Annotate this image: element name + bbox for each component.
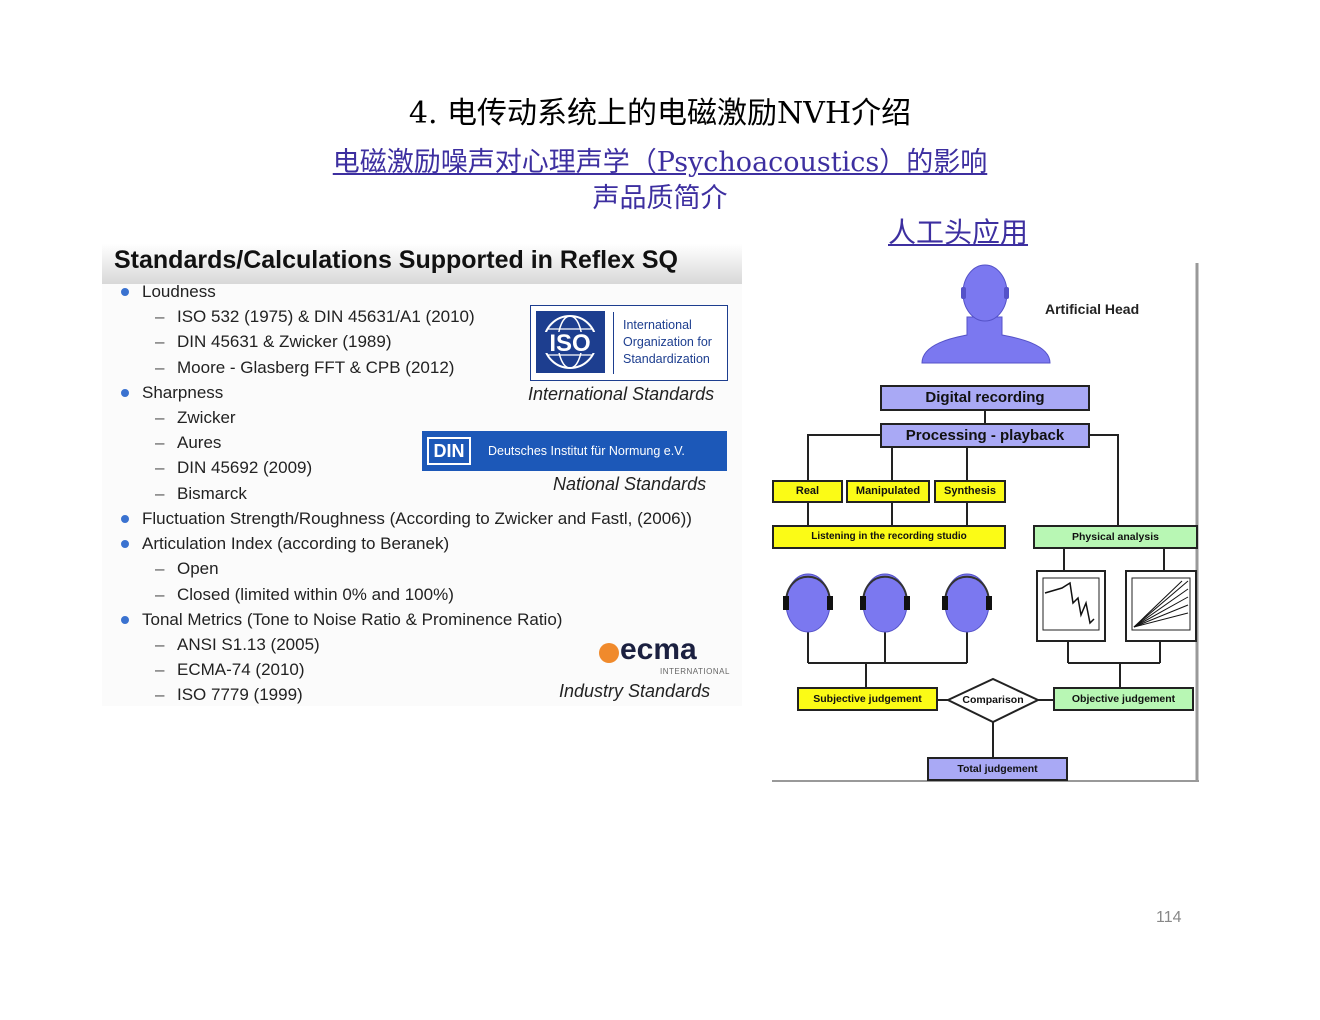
list-subitem: –ECMA-74 (2010) xyxy=(155,660,305,679)
page-number: 114 xyxy=(1156,909,1182,926)
artificial-head-label: Artificial Head xyxy=(1045,301,1140,317)
listener-head-icon xyxy=(942,573,992,633)
ecma-international: INTERNATIONAL xyxy=(660,667,730,676)
real-box: Real xyxy=(772,480,843,503)
comparison-label: Comparison xyxy=(962,694,1024,706)
listener-head-icon xyxy=(783,573,833,633)
din-mark: DIN xyxy=(427,437,471,465)
svg-text:ISO: ISO xyxy=(549,330,590,357)
iso-caption: International Standards xyxy=(528,384,715,404)
bullet-icon xyxy=(121,288,129,296)
subtitle-sound-quality: 声品质简介 xyxy=(592,183,728,214)
din-caption: National Standards xyxy=(553,474,707,494)
manipulated-box: Manipulated xyxy=(846,480,930,503)
standards-heading-bar: Standards/Calculations Supported in Refl… xyxy=(102,244,742,284)
digital-recording-box: Digital recording xyxy=(880,385,1090,411)
page-title: 4. 电传动系统上的电磁激励NVH介绍 xyxy=(408,96,912,131)
objective-judgement-box: Objective judgement xyxy=(1053,687,1194,711)
list-item: Fluctuation Strength/Roughness (Accordin… xyxy=(121,509,692,529)
spectrum-screen-icon xyxy=(1125,570,1197,642)
total-judgement-box: Total judgement xyxy=(927,757,1068,781)
processing-playback-box: Processing - playback xyxy=(880,423,1090,448)
list-item: Sharpness xyxy=(121,383,223,403)
subtitle-link-row: 电磁激励噪声对心理声学（Psychoacoustics）的影响 xyxy=(0,140,1320,179)
standards-heading: Standards/Calculations Supported in Refl… xyxy=(114,246,678,274)
bullet-icon xyxy=(121,389,129,397)
ecma-logo: ecma xyxy=(620,633,697,666)
iso-globe-icon: ISO xyxy=(536,311,605,373)
bullet-icon xyxy=(121,616,129,624)
list-subitem: –Bismarck xyxy=(155,484,247,503)
subjective-judgement-box: Subjective judgement xyxy=(797,687,938,711)
list-item: Tonal Metrics (Tone to Noise Ratio & Pro… xyxy=(121,610,562,630)
list-subitem: –Closed (limited within 0% and 100%) xyxy=(155,585,454,604)
listener-head-icon xyxy=(860,573,910,633)
list-subitem: –ISO 532 (1975) & DIN 45631/A1 (2010) xyxy=(155,307,475,326)
ecma-caption: Industry Standards xyxy=(559,681,711,701)
artificial-head-link[interactable]: 人工头应用 xyxy=(888,216,1029,249)
list-item: Articulation Index (according to Beranek… xyxy=(121,534,449,554)
list-subitem: –Aures xyxy=(155,433,222,452)
list-subitem: –Zwicker xyxy=(155,408,236,427)
synthesis-box: Synthesis xyxy=(934,480,1006,503)
listening-studio-box: Listening in the recording studio xyxy=(772,525,1006,549)
din-org-name: Deutsches Institut für Normung e.V. xyxy=(488,444,685,458)
list-subitem: –DIN 45631 & Zwicker (1989) xyxy=(155,332,392,351)
list-subitem: –ANSI S1.13 (2005) xyxy=(155,635,320,654)
bullet-icon xyxy=(121,515,129,523)
artificial-head-icon xyxy=(921,264,1051,364)
list-subitem: –ISO 7779 (1999) xyxy=(155,685,303,704)
comparison-diamond xyxy=(945,677,1041,724)
list-subitem: –DIN 45692 (2009) xyxy=(155,458,313,477)
standards-panel: Standards/Calculations Supported in Refl… xyxy=(102,244,742,706)
bullet-icon xyxy=(121,540,129,548)
waveform-screen-icon xyxy=(1036,570,1106,642)
iso-logo: ISO International Organization for Stand… xyxy=(530,305,728,381)
artificial-head-diagram: Artificial Head Digital recording Proces… xyxy=(772,263,1200,783)
list-subitem: –Moore - Glasberg FFT & CPB (2012) xyxy=(155,358,455,377)
psychoacoustics-link[interactable]: 电磁激励噪声对心理声学（Psychoacoustics）的影响 xyxy=(332,147,988,178)
list-item: Loudness xyxy=(121,282,216,302)
physical-analysis-box: Physical analysis xyxy=(1033,525,1198,549)
din-logo: DIN Deutsches Institut für Normung e.V. xyxy=(422,431,727,471)
list-subitem: –Open xyxy=(155,559,219,578)
ecma-dot-icon xyxy=(599,643,619,663)
